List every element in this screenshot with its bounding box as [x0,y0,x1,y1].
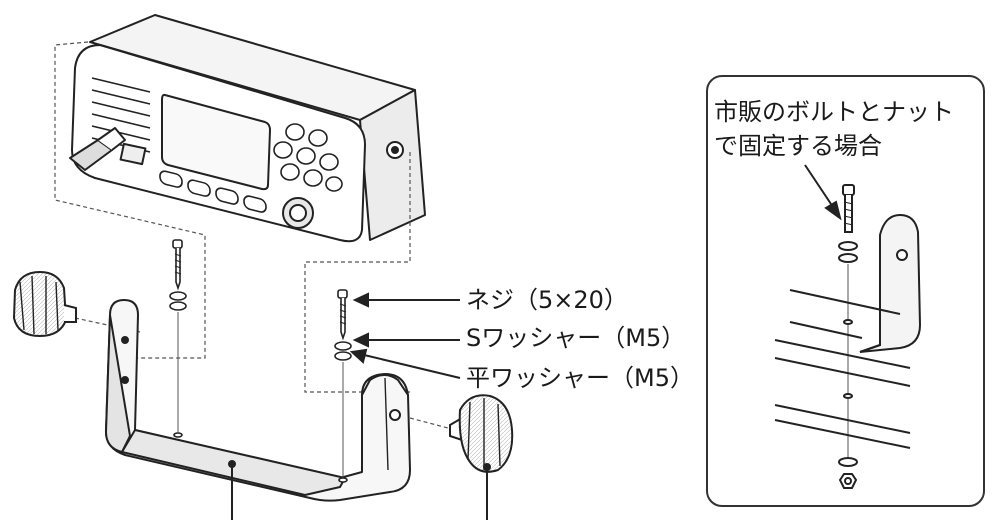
inset-title-line2: で固定する場合 [714,132,882,160]
left-mount-knob [12,270,77,338]
s-washer-label: Sワッシャー（M5） [466,324,686,352]
screw-label: ネジ（5×20） [466,286,628,314]
right-mount-knob [449,394,514,473]
right-screw-set [334,289,352,483]
radio-transceiver [69,14,426,243]
lcd-display [161,93,271,191]
leader-lines [228,460,491,520]
left-screw-set [169,239,187,438]
soft-keys [159,170,267,213]
inset-illustration [774,164,922,489]
inset-title-line1: 市販のボルトとナット [714,98,954,126]
keypad [273,123,343,192]
mounting-bracket [104,299,411,502]
callout-arrows [349,292,461,379]
flat-washer-label: 平ワッシャー（M5） [466,364,694,392]
